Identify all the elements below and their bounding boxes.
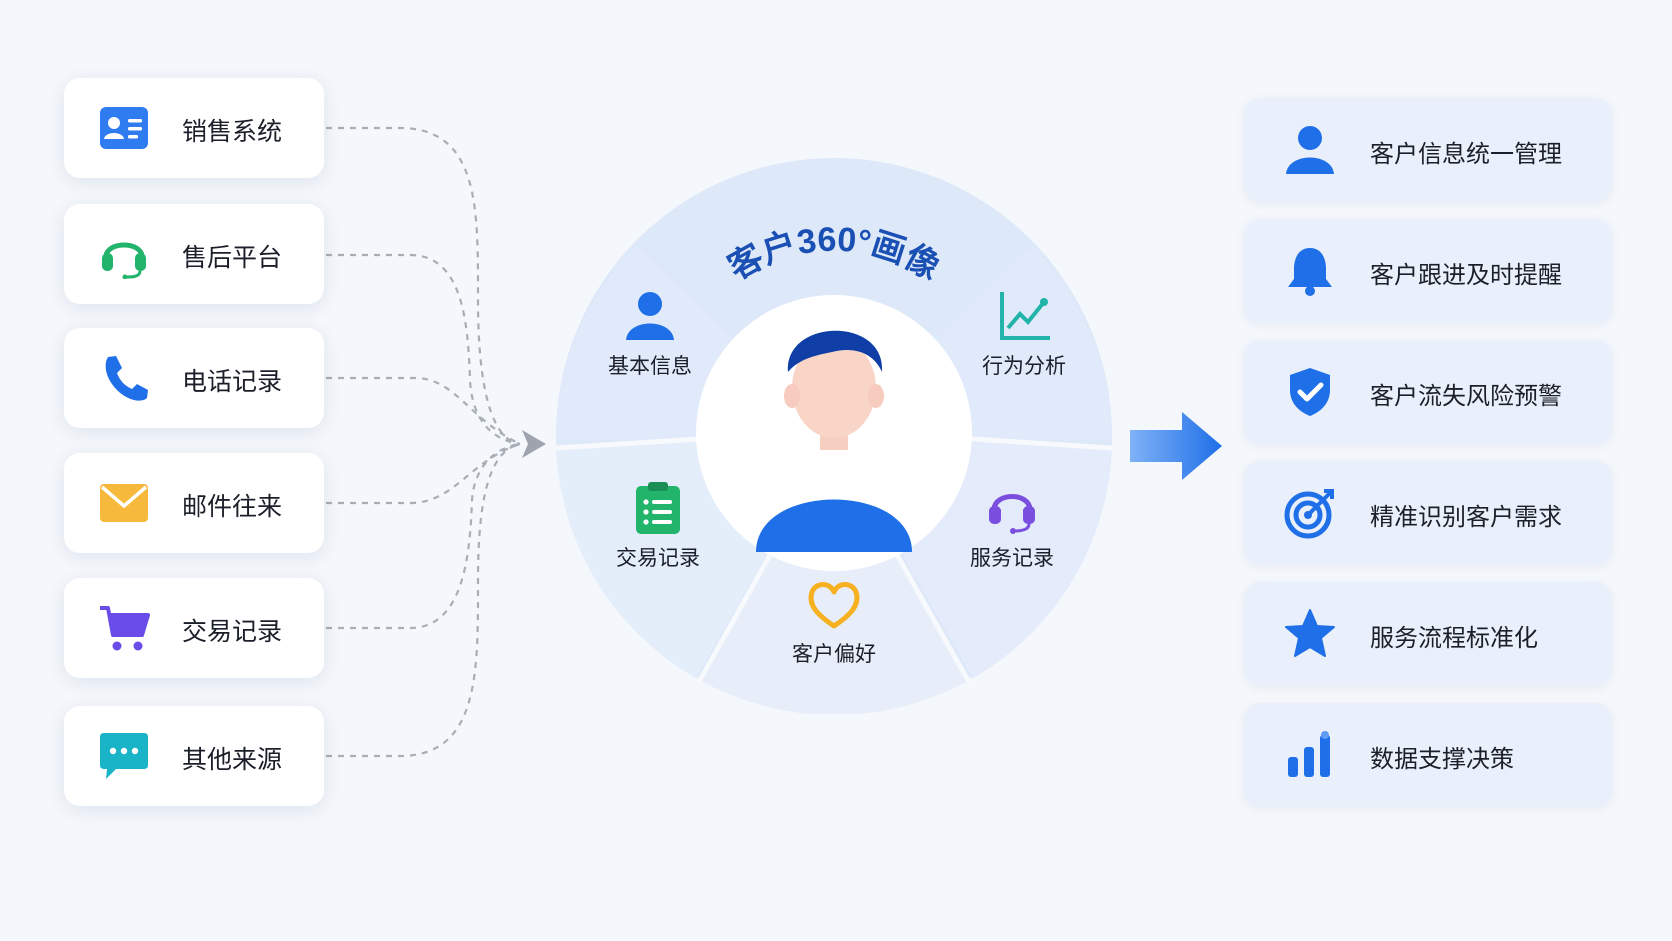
outcome-card-precise-needs[interactable]: 精准识别客户需求 — [1244, 461, 1612, 565]
connector-other — [326, 442, 521, 758]
segment-divider — [955, 435, 1113, 451]
customer-360-wheel: 客户360°画像 基本信息 行为分析 交易记录 客户偏好 服务记录 — [555, 158, 1113, 716]
star-icon — [1284, 608, 1336, 660]
connector-email — [326, 442, 521, 505]
shield-check-icon — [1284, 366, 1336, 418]
outcome-card-data-decision[interactable]: 数据支撑决策 — [1244, 703, 1612, 807]
source-label: 电话记录 — [182, 367, 283, 396]
connector-arrowhead — [522, 430, 546, 458]
contact-card-icon — [98, 103, 150, 153]
source-card-aftersales[interactable]: 售后平台 — [64, 204, 324, 304]
envelope-icon — [98, 478, 150, 528]
source-card-trade[interactable]: 交易记录 — [64, 578, 324, 678]
segment-label: 交易记录 — [616, 546, 700, 570]
headset-icon — [98, 229, 150, 279]
outcome-label: 服务流程标准化 — [1370, 624, 1538, 652]
outcome-label: 客户流失风险预警 — [1370, 382, 1562, 410]
clipboard-icon — [630, 480, 686, 536]
source-label: 交易记录 — [182, 617, 283, 646]
output-arrow-icon — [1130, 412, 1222, 480]
line-chart-icon — [996, 288, 1052, 344]
outcome-card-service-standard[interactable]: 服务流程标准化 — [1244, 582, 1612, 686]
segment-preference — [703, 436, 966, 716]
target-icon — [1284, 487, 1336, 539]
source-label: 售后平台 — [182, 243, 283, 272]
heart-icon — [806, 576, 862, 632]
phone-icon — [98, 353, 150, 403]
cart-icon — [98, 603, 150, 653]
segment-divider — [696, 551, 774, 684]
segment-label: 行为分析 — [982, 354, 1066, 378]
source-card-phone[interactable]: 电话记录 — [64, 328, 324, 428]
bar-chart-icon — [1284, 729, 1336, 781]
chat-bubble-icon — [98, 731, 150, 781]
outcome-label: 数据支撑决策 — [1370, 745, 1514, 773]
segment-label: 基本信息 — [608, 354, 692, 378]
segment-divider — [555, 435, 717, 451]
outcome-label: 精准识别客户需求 — [1370, 503, 1562, 531]
outcome-card-unified-management[interactable]: 客户信息统一管理 — [1244, 98, 1612, 202]
source-label: 销售系统 — [182, 117, 283, 146]
source-card-email[interactable]: 邮件往来 — [64, 453, 324, 553]
source-label: 其他来源 — [182, 745, 283, 774]
source-card-sales[interactable]: 销售系统 — [64, 78, 324, 178]
outcome-card-followup-reminder[interactable]: 客户跟进及时提醒 — [1244, 219, 1612, 323]
outcome-label: 客户跟进及时提醒 — [1370, 261, 1562, 289]
outcome-label: 客户信息统一管理 — [1370, 140, 1562, 168]
connector-trade — [326, 442, 521, 630]
bell-icon — [1284, 245, 1336, 297]
person-icon — [622, 288, 678, 344]
wheel-graphic: 客户360°画像 — [555, 158, 1113, 716]
connector-phone — [326, 376, 521, 445]
connector-aftersales — [326, 253, 521, 446]
segment-divider — [893, 551, 972, 684]
connector-sales — [326, 126, 521, 446]
outcome-card-churn-warning[interactable]: 客户流失风险预警 — [1244, 340, 1612, 444]
source-label: 邮件往来 — [182, 492, 283, 521]
customer-avatar-icon — [756, 330, 912, 552]
segment-label: 客户偏好 — [792, 642, 876, 666]
source-card-other[interactable]: 其他来源 — [64, 706, 324, 806]
segment-label: 服务记录 — [970, 546, 1054, 570]
user-icon — [1284, 124, 1336, 176]
headset-icon — [984, 480, 1040, 536]
